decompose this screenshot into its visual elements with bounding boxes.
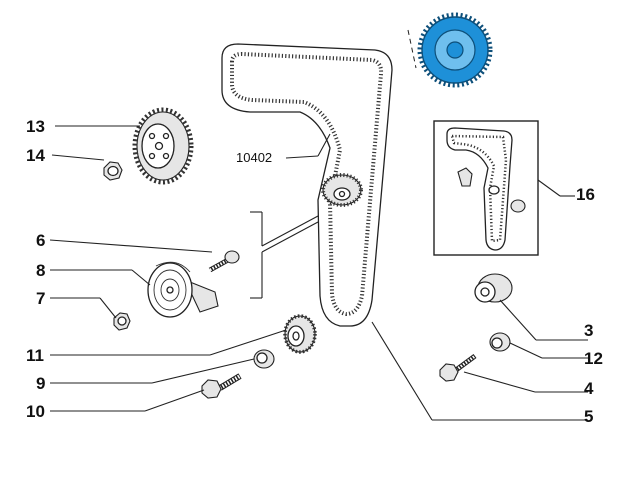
label-7: 7 [36,289,45,308]
label-11: 11 [26,346,44,365]
label-14: 14 [26,146,45,165]
label-9: 9 [36,374,45,393]
pulley-11[interactable] [283,314,317,354]
label-3: 3 [584,321,593,340]
idler-roller-3[interactable] [474,273,513,303]
highlighted-camshaft-sprocket[interactable] [407,12,493,88]
bolt-6[interactable] [208,250,240,273]
leader-lines [49,125,588,421]
label-4: 4 [584,379,594,398]
nut-14[interactable] [103,161,123,181]
bolt-4[interactable] [439,353,477,382]
sprocket-13[interactable] [132,107,194,185]
label-13: 13 [26,117,45,136]
label-12: 12 [584,349,603,368]
bolt-10[interactable] [201,373,242,399]
tensioner-pulley-8[interactable] [147,261,219,318]
label-6: 6 [36,231,45,250]
label-belt-code: 10402 [236,150,272,165]
label-5: 5 [584,407,593,426]
label-8: 8 [36,261,45,280]
label-10: 10 [26,402,45,421]
washer-12[interactable] [489,332,511,352]
belt-kit-inset-16[interactable] [433,120,539,256]
belt-idler-pulley[interactable] [321,173,363,207]
nut-7[interactable] [113,312,131,331]
timing-belt[interactable] [221,43,393,327]
spacer-9[interactable] [253,349,275,369]
label-16: 16 [576,185,595,204]
